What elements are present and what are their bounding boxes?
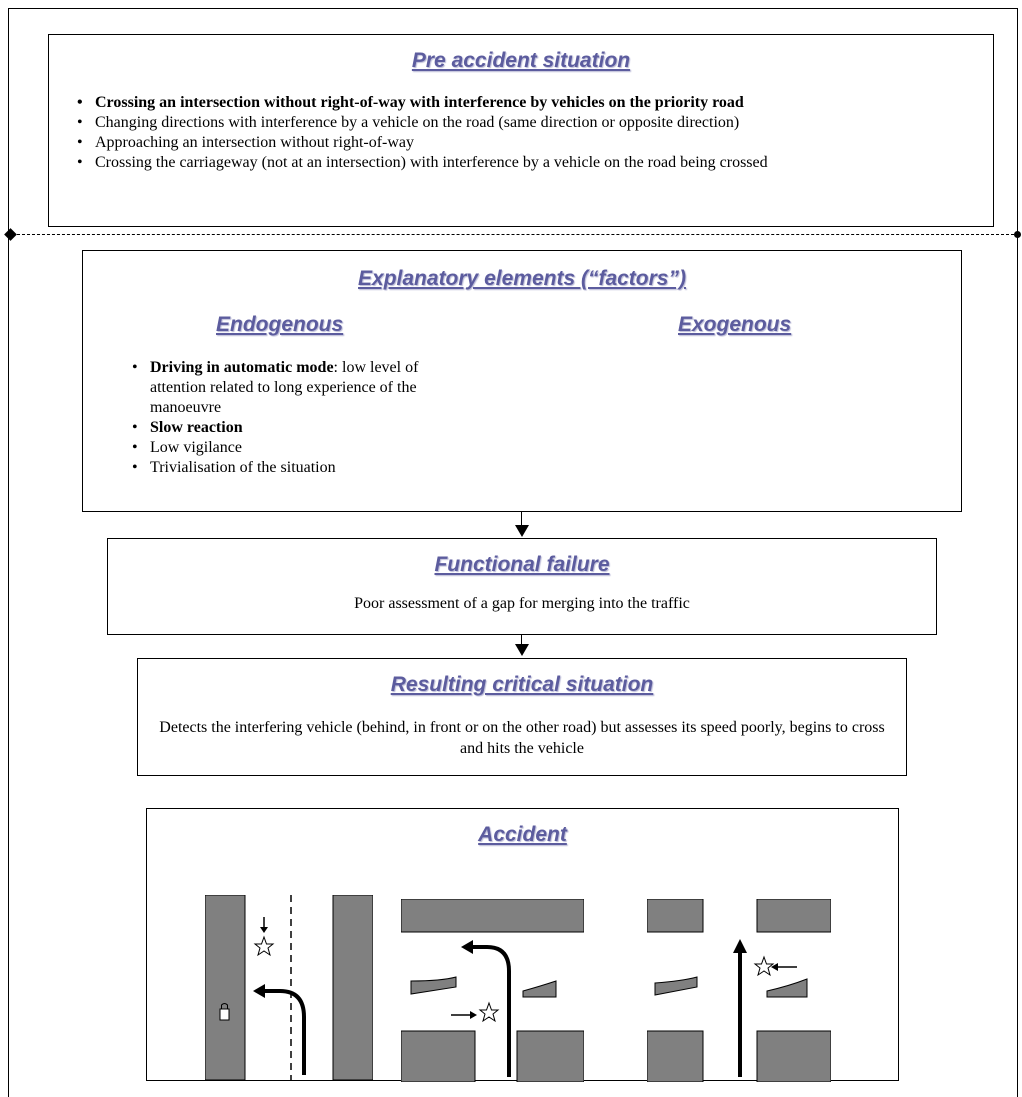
list-item: Crossing an intersection without right-o… xyxy=(73,93,973,113)
list-item: Changing directions with interference by… xyxy=(73,113,973,133)
pre-accident-title: Pre accident situation xyxy=(411,49,631,72)
arrow-down-icon xyxy=(515,525,529,537)
list-item: Approaching an intersection without righ… xyxy=(73,133,973,153)
critical-situation-text: Detects the interfering vehicle (behind,… xyxy=(159,719,885,757)
factor-1-text: : low level of attention related to long… xyxy=(150,359,419,416)
pre-accident-item-1: Crossing an intersection without right-o… xyxy=(95,94,744,111)
factor-1-bold: Driving in automatic mode xyxy=(150,359,334,376)
explanatory-box: Explanatory elements (“factors”) Endogen… xyxy=(82,250,962,512)
dashed-separator xyxy=(12,234,1014,235)
endogenous-title: Endogenous xyxy=(216,313,344,336)
arrow-line xyxy=(521,512,522,529)
factor-3-text: Low vigilance xyxy=(150,439,242,456)
factor-2-bold: Slow reaction xyxy=(150,419,243,436)
functional-failure-box: Functional failure Poor assessment of a … xyxy=(107,538,937,635)
accident-diagram-left-turn xyxy=(205,895,373,1080)
exogenous-title: Exogenous xyxy=(678,313,792,336)
explanatory-title: Explanatory elements (“factors”) xyxy=(358,267,686,290)
circle-marker-right xyxy=(1014,231,1021,238)
list-item: Trivialisation of the situation xyxy=(128,458,478,478)
arrow-down-icon xyxy=(515,644,529,656)
parked-car-icon xyxy=(219,1003,230,1021)
critical-situation-title: Resulting critical situation xyxy=(390,673,654,696)
accident-diagram-intersection-turn xyxy=(401,899,584,1082)
list-item: Driving in automatic mode: low level of … xyxy=(128,358,478,418)
outer-frame xyxy=(8,8,1018,1097)
list-item: Low vigilance xyxy=(128,438,478,458)
functional-failure-text: Poor assessment of a gap for merging int… xyxy=(354,595,690,612)
pre-accident-item-4: Crossing the carriageway (not at an inte… xyxy=(95,154,768,171)
accident-box: Accident xyxy=(146,808,899,1082)
pre-accident-list: Crossing an intersection without right-o… xyxy=(73,93,973,173)
functional-failure-title: Functional failure xyxy=(434,553,610,576)
pre-accident-item-3: Approaching an intersection without righ… xyxy=(95,134,415,151)
pre-accident-box: Pre accident situation Crossing an inter… xyxy=(48,34,994,227)
pre-accident-item-2: Changing directions with interference by… xyxy=(95,114,740,131)
critical-situation-box: Resulting critical situation Detects the… xyxy=(137,658,907,776)
accident-diagram-intersection-cross xyxy=(647,899,831,1082)
arrow-line xyxy=(521,635,522,647)
endogenous-list: Driving in automatic mode: low level of … xyxy=(128,358,478,478)
accident-title: Accident xyxy=(478,823,567,846)
list-item: Slow reaction xyxy=(128,418,478,438)
factor-4-text: Trivialisation of the situation xyxy=(150,459,336,476)
list-item: Crossing the carriageway (not at an inte… xyxy=(73,153,973,173)
